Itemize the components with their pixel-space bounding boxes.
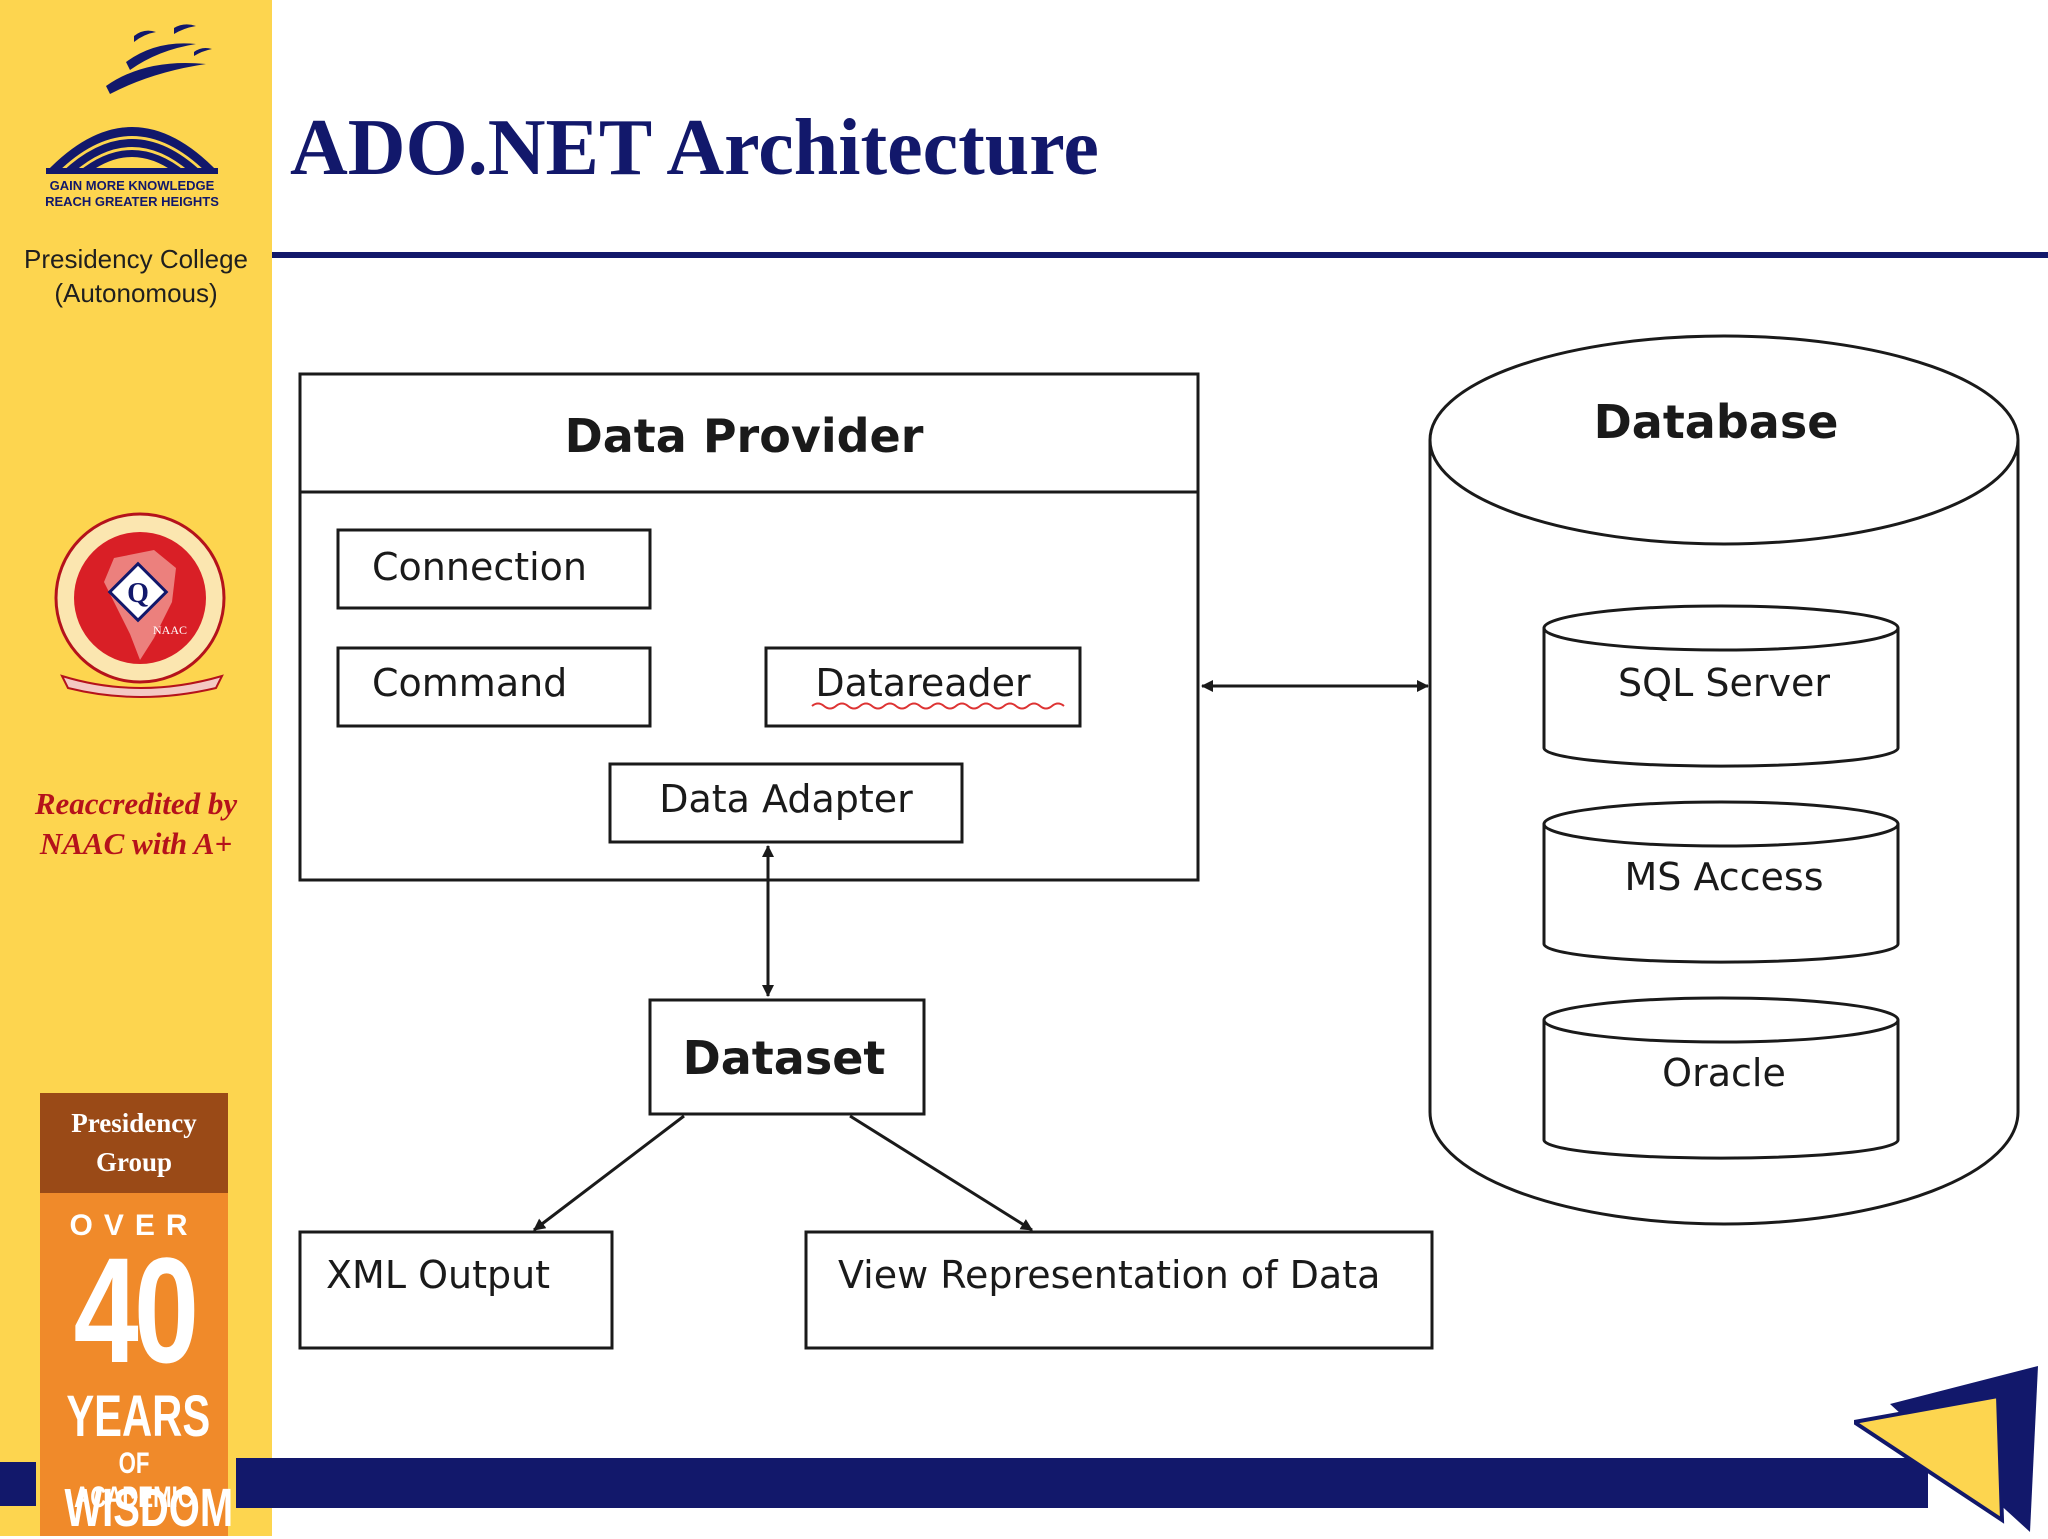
dataset-view-arrow — [849, 1114, 1033, 1232]
view-representation-box: View Representation of Data — [804, 1230, 1434, 1350]
badge-years: YEARS — [66, 1384, 211, 1449]
badge-of-academic: OF ACADEMIC — [74, 1447, 194, 1514]
badge-number: 40 — [73, 1226, 199, 1394]
sql-server-cylinder: SQL Server — [1542, 604, 1900, 768]
badge-over: OVER — [69, 1209, 199, 1242]
view-representation-label: View Representation of Data — [838, 1253, 1380, 1297]
dataset-xml-arrow — [533, 1114, 685, 1232]
group-label: Presidency Group — [40, 1093, 228, 1193]
data-adapter-box: Data Adapter — [608, 762, 964, 844]
ms-access-cylinder: MS Access — [1542, 800, 1900, 964]
badge-wisdom: WISDOM — [64, 1478, 234, 1538]
command-box: Command — [336, 646, 652, 728]
college-logo: GAIN MORE KNOWLEDGE REACH GREATER HEIGHT… — [45, 24, 219, 209]
oracle-cylinder: Oracle — [1542, 996, 1900, 1160]
sql-server-label: SQL Server — [1618, 661, 1830, 705]
slide-title: ADO.NET Architecture — [290, 104, 1099, 192]
svg-text:Q: Q — [127, 578, 149, 609]
datareader-label: Datareader — [815, 661, 1031, 705]
years-banner: OVER 40 YEARS OF ACADEMIC WISDOM — [40, 1193, 234, 1538]
database-title: Database — [1594, 395, 1839, 449]
accreditation-line2: NAAC with A+ — [39, 826, 233, 861]
ms-access-label: MS Access — [1624, 855, 1823, 899]
oracle-label: Oracle — [1662, 1051, 1786, 1095]
college-name-line1: Presidency College — [23, 244, 248, 274]
naac-seal-icon: Q NAAC — [54, 512, 226, 698]
data-provider-box: Data Provider — [298, 372, 1200, 882]
sidebar: GAIN MORE KNOWLEDGE REACH GREATER HEIGHT… — [0, 0, 272, 1538]
data-adapter-label: Data Adapter — [659, 777, 913, 821]
connection-label: Connection — [372, 545, 587, 589]
dataset-box: Dataset — [648, 998, 926, 1116]
command-label: Command — [372, 661, 567, 705]
group-label-line2: Group — [95, 1147, 173, 1177]
dataset-label: Dataset — [683, 1031, 886, 1085]
group-label-line1: Presidency — [71, 1108, 197, 1138]
footer-band — [236, 1458, 1928, 1508]
footer-band-left — [0, 1462, 36, 1506]
architecture-diagram: Data Provider Connection Command Datarea… — [298, 334, 2020, 1350]
data-provider-title: Data Provider — [565, 409, 924, 463]
xml-output-box: XML Output — [298, 1230, 614, 1350]
naac-label: NAAC — [153, 623, 187, 637]
logo-motto-line2: REACH GREATER HEIGHTS — [45, 194, 219, 209]
title-divider — [272, 252, 2048, 258]
connection-box: Connection — [336, 528, 652, 610]
college-name-line2: (Autonomous) — [54, 278, 218, 308]
accreditation-text: Reaccredited by NAAC with A+ — [0, 784, 272, 864]
accreditation-line1: Reaccredited by — [34, 786, 238, 821]
xml-output-label: XML Output — [326, 1253, 550, 1297]
datareader-box: Datareader — [764, 646, 1082, 728]
logo-motto-line1: GAIN MORE KNOWLEDGE — [50, 178, 215, 193]
corner-chevron-logo — [1854, 1366, 2038, 1532]
anniversary-badge: Presidency Group OVER 40 YEARS OF ACADEM… — [40, 1093, 234, 1538]
college-name: Presidency College (Autonomous) — [0, 242, 272, 310]
